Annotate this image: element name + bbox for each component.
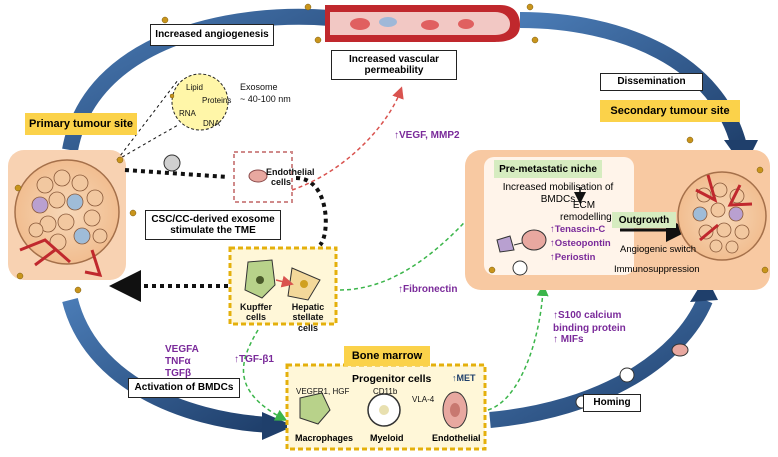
kupffer-label: Kupffer cells bbox=[240, 302, 272, 323]
exosome-rna: RNA bbox=[179, 109, 196, 118]
vla4-label: VLA-4 bbox=[412, 395, 435, 404]
increased-angiogenesis-label: Increased angiogenesis bbox=[150, 24, 274, 46]
green-arrow-tgf bbox=[242, 329, 288, 421]
cd11b-label: CD11b bbox=[373, 387, 398, 396]
primary-vessels bbox=[19, 238, 103, 277]
ecm-label: ECM remodelling bbox=[560, 200, 612, 223]
exosome-diagram bbox=[171, 73, 229, 131]
vegf-mmp2-label: ↑VEGF, MMP2 bbox=[394, 130, 460, 141]
macrophages-label: Macrophages bbox=[295, 433, 354, 443]
tgfb-label: TGFβ bbox=[165, 368, 192, 379]
tgf-b1-label: ↑TGF-β1 bbox=[234, 354, 274, 365]
primary-site-label: Primary tumour site bbox=[25, 113, 137, 135]
endothelial-cells-label: Endothelial cells bbox=[266, 167, 315, 188]
homing-label: Homing bbox=[583, 394, 641, 412]
pre-metastatic-label: Pre-metastatic niche bbox=[494, 160, 602, 178]
endothelial-bm-label: Endothelial bbox=[432, 433, 481, 443]
osteopontin-label: ↑Osteopontin bbox=[550, 238, 611, 249]
mobilisation-label: Increased mobilisation of BMDCs bbox=[502, 182, 614, 205]
tnfa-label: TNFα bbox=[165, 356, 191, 367]
secondary-site-label: Secondary tumour site bbox=[600, 100, 740, 122]
arc-arrowhead-bottom bbox=[262, 412, 294, 440]
increased-permeability-label: Increased vascular permeability bbox=[331, 50, 457, 80]
exosome-lipid: Lipid bbox=[186, 83, 203, 92]
met-label: ↑MET bbox=[452, 373, 476, 383]
myeloid-label: Myeloid bbox=[370, 433, 404, 443]
s100-label: ↑S100 calcium binding protein bbox=[553, 310, 626, 334]
progenitor-label: Progenitor cells bbox=[352, 373, 432, 385]
tenascin-label: ↑Tenascin-C bbox=[550, 224, 606, 235]
dotted-arrow-endothelial bbox=[124, 168, 229, 179]
vegfa-label: VEGFA bbox=[165, 344, 199, 355]
green-arrow-bm bbox=[487, 284, 549, 411]
blood-vessel bbox=[325, 5, 520, 42]
hepatic-label: Hepatic stellate cells bbox=[291, 302, 325, 333]
fibronectin-label: ↑Fibronectin bbox=[398, 284, 458, 295]
vegfr1-label: VEGFR1, HGF bbox=[296, 387, 350, 396]
csc-exosome-label: CSC/CC-derived exosome stimulate the TME bbox=[145, 210, 281, 240]
exosome-proteins: Proteins bbox=[202, 96, 232, 105]
exosome-dna: DNA bbox=[203, 119, 220, 128]
niche-panel bbox=[484, 157, 634, 275]
dissemination-label: Dissemination bbox=[600, 73, 703, 91]
green-arrow-fibronectin bbox=[339, 200, 484, 291]
exosome-dots bbox=[14, 3, 769, 294]
mifs-label: ↑ MIFs bbox=[553, 334, 584, 345]
exosome-size: ~ 40-100 nm bbox=[240, 94, 291, 104]
periostin-label: ↑Periostin bbox=[550, 252, 596, 263]
red-dashed-arrow bbox=[291, 86, 404, 191]
immunosuppression-label: Immunosuppression bbox=[614, 264, 700, 275]
outgrowth-label: Outgrowth bbox=[612, 212, 676, 228]
angiogenic-switch-label: Angiogenic switch bbox=[620, 244, 697, 255]
tumour-cells bbox=[28, 169, 108, 251]
activation-label: Activation of BMDCs bbox=[128, 378, 240, 398]
bone-marrow-label: Bone marrow bbox=[344, 346, 430, 366]
exosome-title: Exosome bbox=[240, 82, 278, 92]
